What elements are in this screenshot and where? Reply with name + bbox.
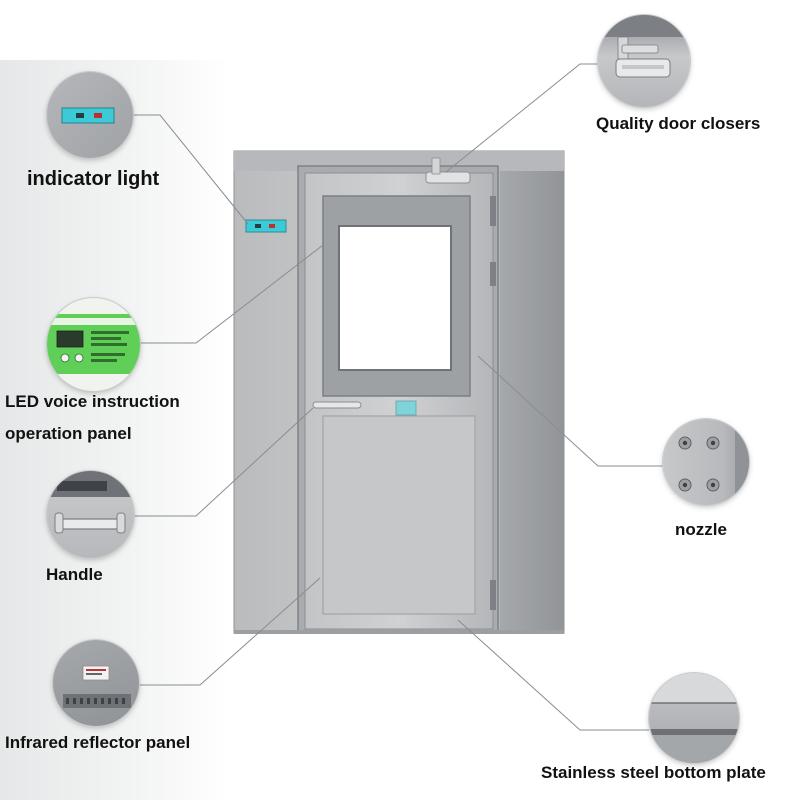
- door-closer-arm: [431, 157, 441, 175]
- label-door-closer: Quality door closers: [596, 114, 761, 133]
- leader-indicator-light: [133, 114, 249, 225]
- label-led-panel-line2: operation panel: [5, 424, 132, 443]
- bottom-plate-icon: [649, 673, 739, 763]
- hinge-bottom: [490, 580, 496, 610]
- cabinet-side: [500, 170, 564, 633]
- door-closer-icon: [598, 15, 690, 78]
- door-sticker: [395, 400, 417, 416]
- circle-infrared-reflector: [53, 640, 139, 726]
- label-handle: Handle: [46, 565, 103, 584]
- infrared-reflector-icon: [63, 665, 131, 708]
- leader-infrared: [139, 577, 321, 686]
- window-glass: [338, 225, 452, 371]
- leader-nozzle: [477, 355, 663, 467]
- lower-door-panel: [322, 415, 476, 615]
- label-bottom-plate: Stainless steel bottom plate: [541, 763, 766, 782]
- door-handle: [312, 401, 362, 409]
- nozzle-icon: [678, 419, 749, 505]
- label-led-panel-line1: LED voice instruction: [5, 392, 180, 411]
- indicator-led-green: [255, 224, 261, 228]
- indicator-led-red: [269, 224, 275, 228]
- label-nozzle: nozzle: [675, 520, 727, 539]
- label-indicator-light: indicator light: [27, 168, 160, 190]
- led-panel-icon: [47, 314, 140, 374]
- leader-door-closer: [445, 63, 598, 173]
- hinge-top: [490, 196, 496, 226]
- leader-led-panel: [140, 244, 324, 344]
- circle-nozzle: [663, 419, 749, 505]
- door-closer-body: [425, 171, 471, 184]
- handle-icon: [47, 471, 134, 534]
- hinge-mid: [490, 262, 496, 286]
- circle-handle: [47, 471, 134, 558]
- indicator-light-icon: [61, 107, 115, 124]
- leader-bottom-plate: [457, 619, 649, 731]
- indicator-light-panel: [245, 219, 287, 233]
- circle-indicator-light: [47, 72, 133, 158]
- circle-led-panel: [47, 298, 140, 391]
- label-infrared-reflector: Infrared reflector panel: [5, 733, 191, 752]
- leader-handle: [134, 407, 314, 517]
- floor-line: [234, 630, 564, 634]
- circle-door-closer: [598, 15, 690, 107]
- circle-bottom-plate: [649, 673, 739, 763]
